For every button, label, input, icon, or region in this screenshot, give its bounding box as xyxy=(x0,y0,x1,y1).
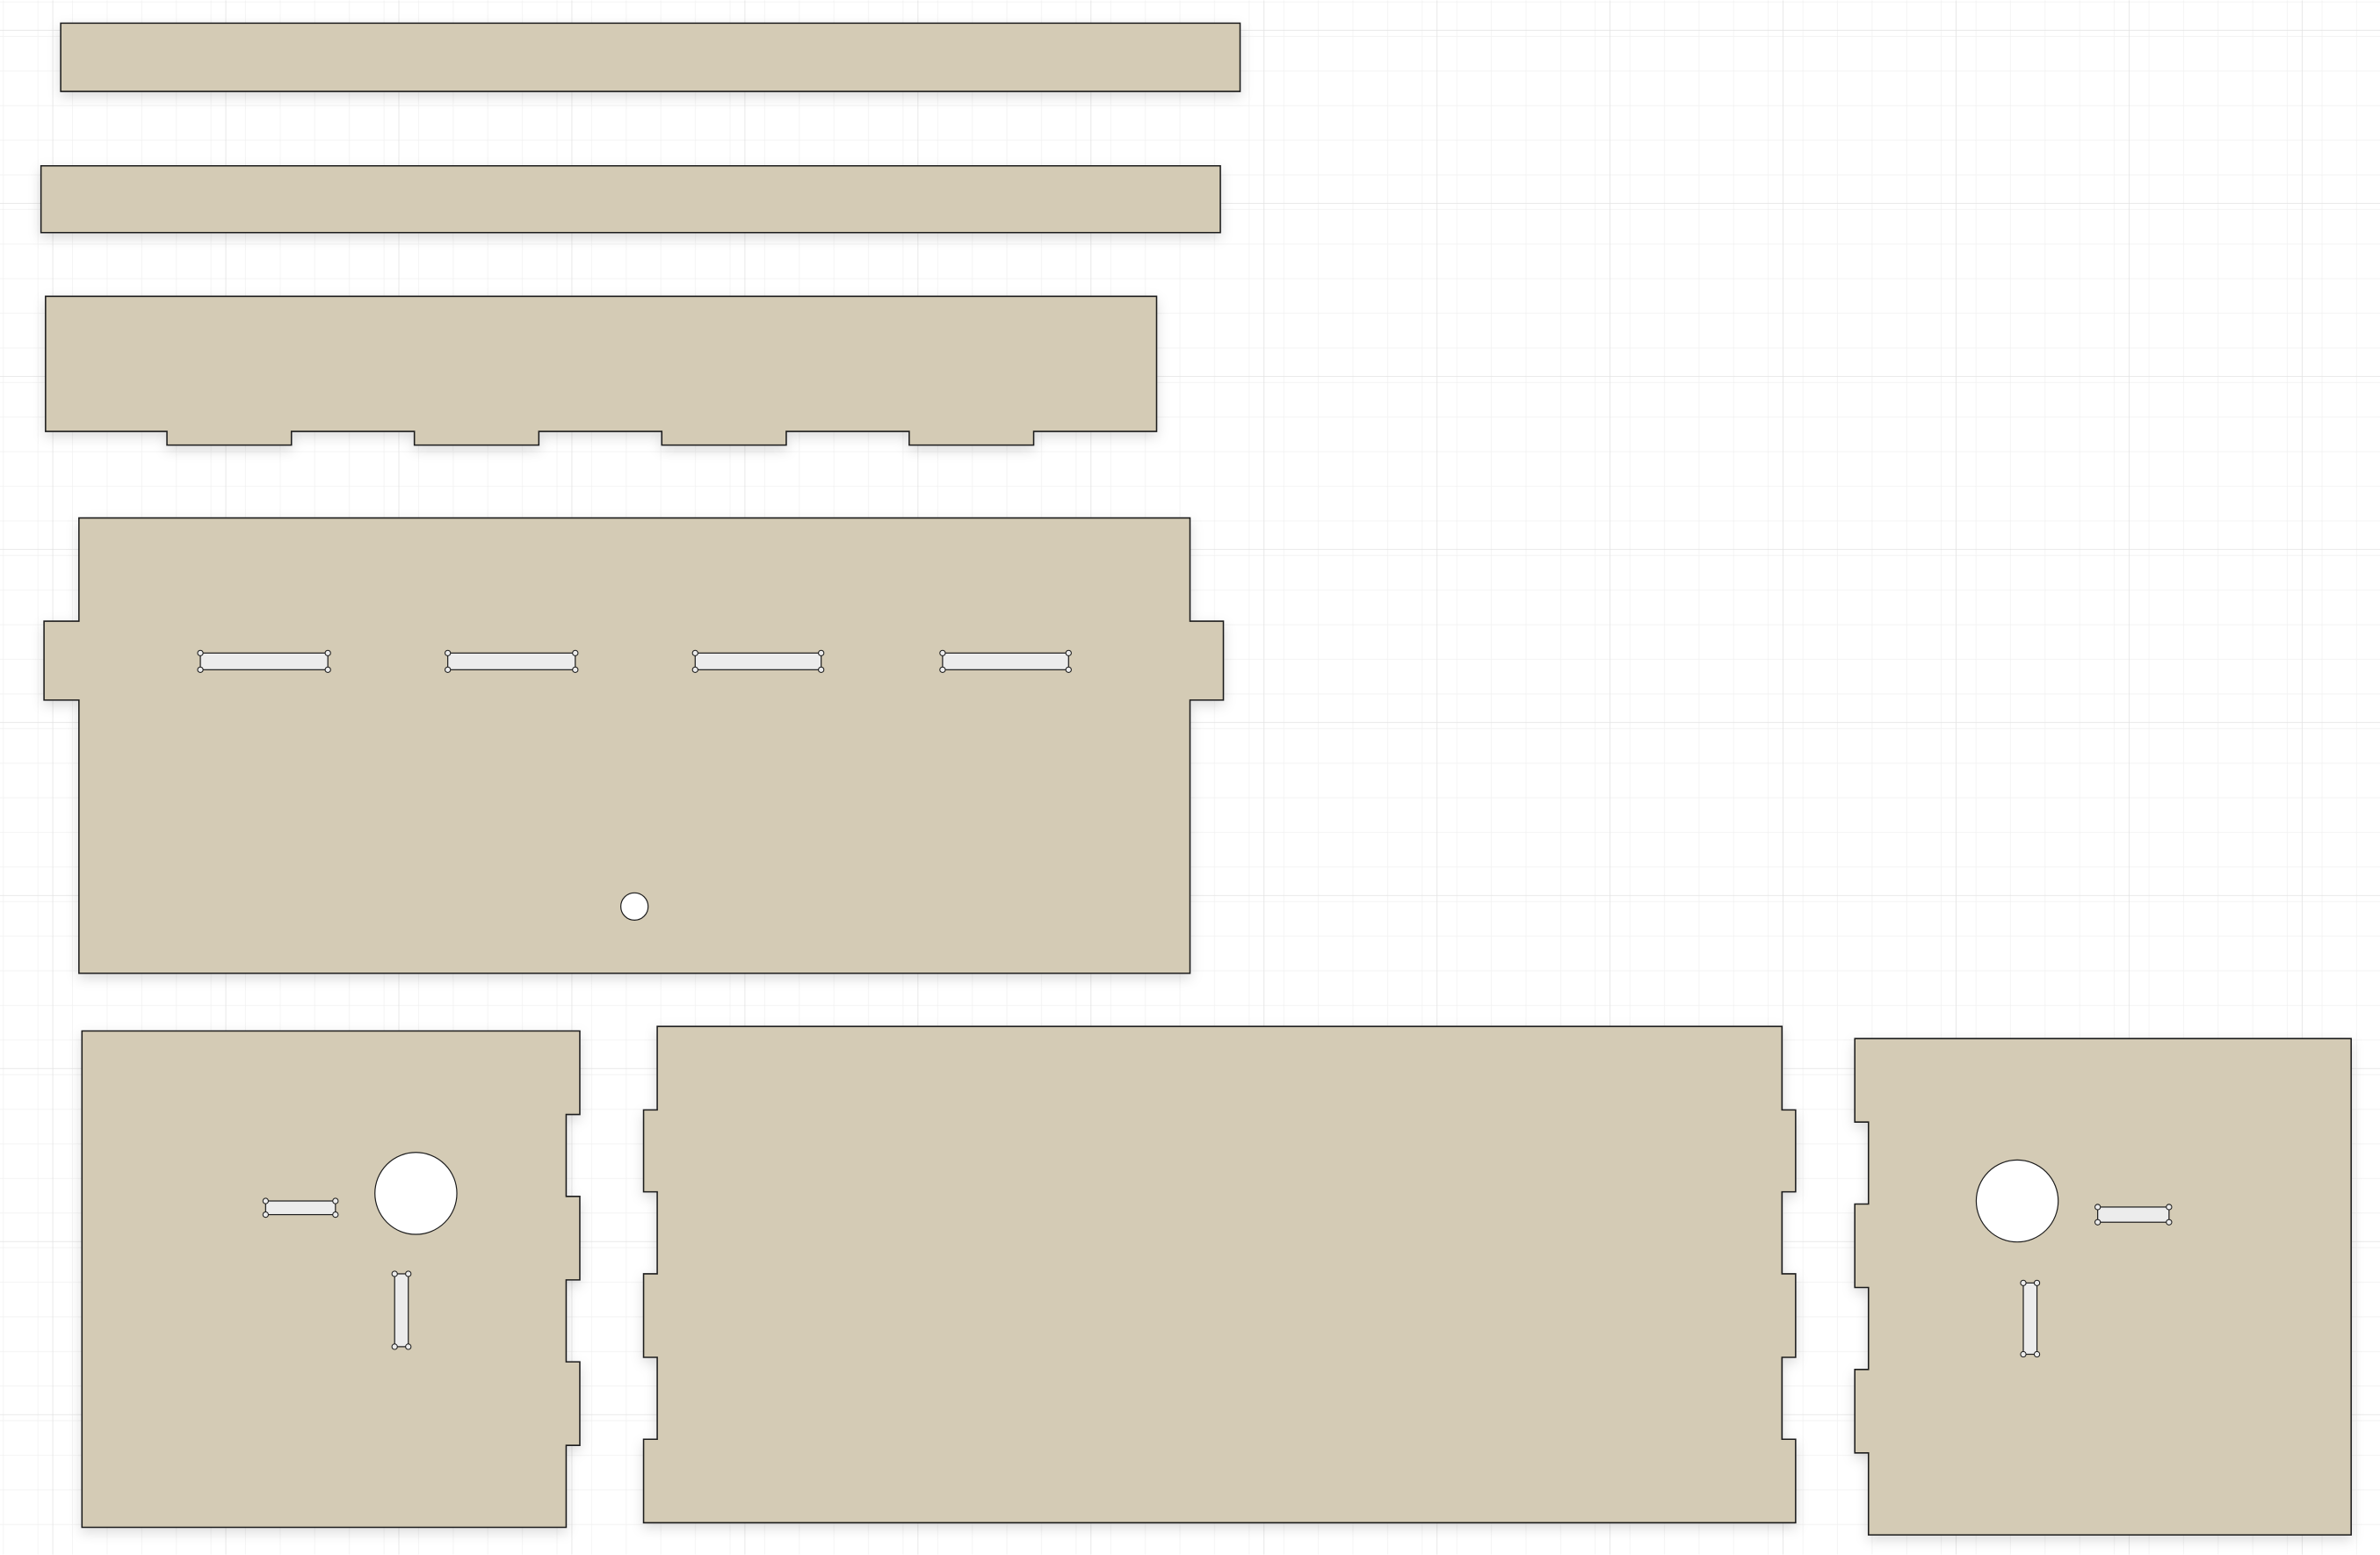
panel-outline xyxy=(1854,1038,2352,1536)
slot-relief xyxy=(2033,1279,2041,1286)
slot-relief xyxy=(2166,1204,2173,1211)
slot-relief xyxy=(2094,1204,2101,1211)
panel-strip-1[interactable] xyxy=(60,22,1241,92)
panel-outline xyxy=(81,1030,581,1529)
slot-body xyxy=(694,652,822,670)
panel-end-left[interactable] xyxy=(81,1030,581,1529)
round-hole xyxy=(620,892,649,922)
slot-relief xyxy=(324,666,331,673)
slot-relief xyxy=(332,1197,339,1204)
slot-cutout xyxy=(391,1270,412,1350)
slot-relief xyxy=(691,666,698,673)
slot-cutout xyxy=(939,649,1072,673)
panel-bottom[interactable] xyxy=(43,517,1225,974)
slot-cutout xyxy=(445,649,579,673)
panel-tabbed-strip[interactable] xyxy=(45,295,1158,446)
panel-outline xyxy=(60,22,1241,92)
slot-relief xyxy=(262,1197,269,1204)
slot-relief xyxy=(332,1211,339,1219)
round-hole xyxy=(1975,1159,2059,1243)
slot-relief xyxy=(572,649,579,656)
slot-relief xyxy=(2166,1219,2173,1226)
slot-relief xyxy=(2020,1350,2027,1358)
slot-relief xyxy=(324,649,331,656)
slot-relief xyxy=(262,1211,269,1219)
slot-relief xyxy=(939,649,946,656)
slot-body xyxy=(394,1273,409,1348)
panel-side[interactable] xyxy=(642,1025,1797,1524)
slot-relief xyxy=(572,666,579,673)
slot-relief xyxy=(197,666,204,673)
slot-relief xyxy=(197,649,204,656)
panel-end-right[interactable] xyxy=(1854,1038,2352,1536)
slot-relief xyxy=(1065,666,1072,673)
slot-cutout xyxy=(197,649,331,673)
panel-outline xyxy=(45,295,1158,446)
slot-cutout xyxy=(691,649,825,673)
slot-relief xyxy=(2094,1219,2101,1226)
panel-strip-2[interactable] xyxy=(40,164,1221,234)
panel-outline xyxy=(642,1025,1797,1524)
slot-relief xyxy=(391,1270,398,1277)
slot-relief xyxy=(445,649,452,656)
slot-body xyxy=(447,652,576,670)
slot-body xyxy=(264,1200,336,1216)
slot-body xyxy=(942,652,1069,670)
panel-outline xyxy=(43,517,1225,974)
slot-body xyxy=(2097,1206,2170,1223)
slot-relief xyxy=(391,1343,398,1350)
slot-relief xyxy=(818,649,825,656)
slot-relief xyxy=(939,666,946,673)
slot-relief xyxy=(445,666,452,673)
slot-cutout xyxy=(2020,1279,2041,1358)
slot-relief xyxy=(2033,1350,2041,1358)
panel-outline xyxy=(40,164,1221,234)
slot-relief xyxy=(2020,1279,2027,1286)
slot-relief xyxy=(405,1270,412,1277)
slot-relief xyxy=(818,666,825,673)
slot-relief xyxy=(691,649,698,656)
slot-cutout xyxy=(262,1197,339,1219)
slot-relief xyxy=(1065,649,1072,656)
round-hole xyxy=(374,1152,458,1235)
slot-body xyxy=(199,652,329,670)
slot-relief xyxy=(405,1343,412,1350)
slot-cutout xyxy=(2094,1204,2173,1226)
slot-body xyxy=(2022,1282,2038,1356)
